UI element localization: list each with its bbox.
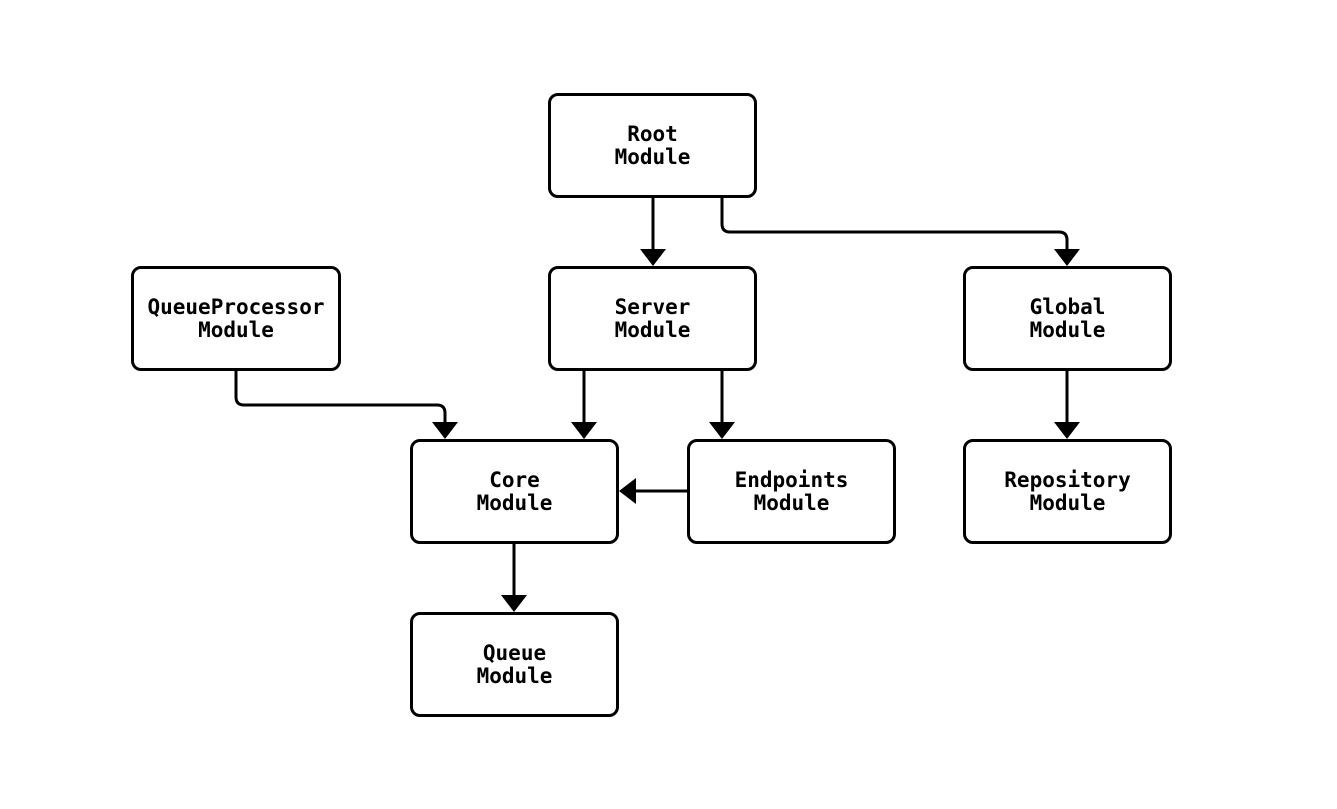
edge-endpoints-core	[619, 478, 687, 504]
node-root-module-label-line1: Root	[627, 121, 678, 146]
node-core-module-label-line1: Core	[489, 467, 540, 492]
edge-global-repository	[1054, 371, 1080, 439]
edge-server-core-arrowhead	[571, 422, 597, 439]
node-endpoints-module-label-line1: Endpoints	[734, 467, 849, 492]
node-global-module-label-line2: Module	[1029, 317, 1106, 342]
node-repository-module-label-line1: Repository	[1004, 467, 1131, 492]
node-core-module: Core Module	[410, 439, 619, 544]
node-core-module-label-line2: Module	[476, 490, 553, 515]
edge-server-endpoints-arrowhead	[709, 422, 735, 439]
node-server-module-label-line1: Server	[614, 294, 691, 319]
node-endpoints-module: Endpoints Module	[687, 439, 896, 544]
node-server-module-label-line2: Module	[614, 317, 691, 342]
node-queue-module-label-line2: Module	[476, 663, 553, 688]
node-repository-module: Repository Module	[963, 439, 1172, 544]
node-queue-module: Queue Module	[410, 612, 619, 717]
node-global-module-label-line1: Global	[1029, 294, 1106, 319]
edge-global-repository-arrowhead	[1054, 422, 1080, 439]
node-queueprocessor-module: QueueProcessor Module	[131, 266, 341, 371]
edge-server-core	[571, 371, 597, 439]
edge-root-global-line	[720, 198, 1069, 250]
edge-queueprocessor-core	[234, 371, 458, 439]
node-root-module: Root Module	[548, 93, 757, 198]
edge-core-queue	[501, 544, 527, 612]
edge-queueprocessor-core-arrowhead	[432, 422, 458, 439]
edge-root-global	[720, 198, 1080, 266]
node-queueprocessor-module-label-line2: Module	[198, 317, 274, 342]
edge-endpoints-core-arrowhead	[619, 478, 636, 504]
edge-server-endpoints	[709, 371, 735, 439]
node-queueprocessor-module-label-line1: QueueProcessor	[147, 294, 325, 319]
node-global-module: Global Module	[963, 266, 1172, 371]
node-root-module-label-line2: Module	[614, 144, 691, 169]
edge-root-server-arrowhead	[640, 249, 666, 266]
edge-root-server	[640, 198, 666, 266]
edge-core-queue-arrowhead	[501, 595, 527, 612]
edge-root-global-arrowhead	[1054, 249, 1080, 266]
edge-queueprocessor-core-line	[234, 371, 447, 423]
node-repository-module-label-line2: Module	[1029, 490, 1106, 515]
node-queue-module-label-line1: Queue	[482, 640, 547, 665]
node-server-module: Server Module	[548, 266, 757, 371]
node-endpoints-module-label-line2: Module	[753, 490, 830, 515]
